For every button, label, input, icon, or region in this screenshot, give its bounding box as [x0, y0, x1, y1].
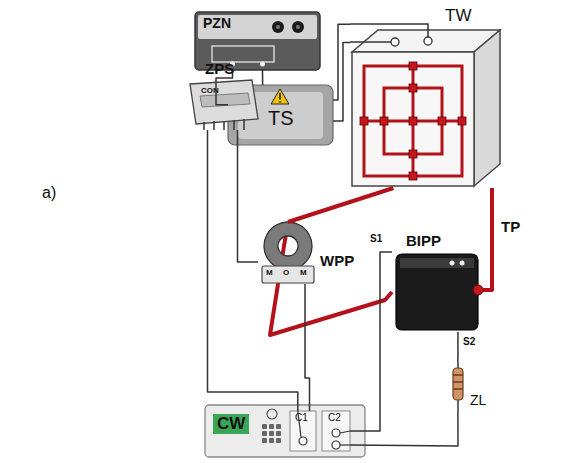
power-cable	[482, 188, 492, 290]
cable-label: TP	[499, 218, 522, 235]
terminal-name: S2	[463, 336, 475, 348]
node-sublabel: CON	[201, 86, 219, 95]
node-label: C1	[295, 412, 308, 424]
signal-wire	[208, 130, 298, 411]
pin-name: O	[283, 268, 289, 277]
node-label: CW	[213, 414, 249, 434]
power-cable	[270, 284, 392, 335]
pin-name: M	[266, 268, 273, 277]
channel-panel: C1	[290, 411, 316, 451]
node-label: BIPP	[406, 232, 441, 249]
current-transformer: WPP	[258, 222, 358, 284]
test-transformer: TW	[350, 6, 505, 188]
protection-box	[396, 254, 483, 330]
isolation-transformer: TS	[228, 85, 333, 145]
node-label: WPP	[320, 252, 354, 269]
transformer-cube	[350, 24, 500, 186]
node-label: PZN	[203, 15, 231, 31]
signal-wire	[305, 284, 310, 411]
node-label: C2	[328, 412, 341, 424]
pin-name: M	[300, 268, 307, 277]
node-label: ZPS	[205, 60, 234, 77]
channel-panel: C2	[322, 411, 350, 451]
signal-wire	[350, 414, 458, 446]
signal-wire	[333, 24, 350, 100]
load-impedance: ZL	[448, 362, 503, 414]
protection-box: BIPP	[392, 232, 482, 332]
resistor-symbol	[453, 362, 463, 414]
meter-instrument: CW C1 C2	[205, 405, 365, 457]
current-transformer	[262, 222, 314, 284]
node-label: TW	[445, 6, 471, 26]
node-label: TS	[268, 107, 294, 130]
signal-wire	[262, 70, 264, 85]
acquisition-module: ZPS CON	[185, 60, 260, 130]
signal-wire	[457, 332, 459, 362]
node-label: ZL	[470, 392, 486, 408]
signal-wire	[333, 42, 350, 121]
signal-wire	[238, 130, 259, 262]
figure-letter: a)	[42, 184, 56, 202]
signal-wire	[350, 252, 392, 431]
meter-instrument	[205, 405, 365, 457]
terminal-name: S1	[370, 233, 382, 245]
power-cable	[288, 188, 393, 222]
